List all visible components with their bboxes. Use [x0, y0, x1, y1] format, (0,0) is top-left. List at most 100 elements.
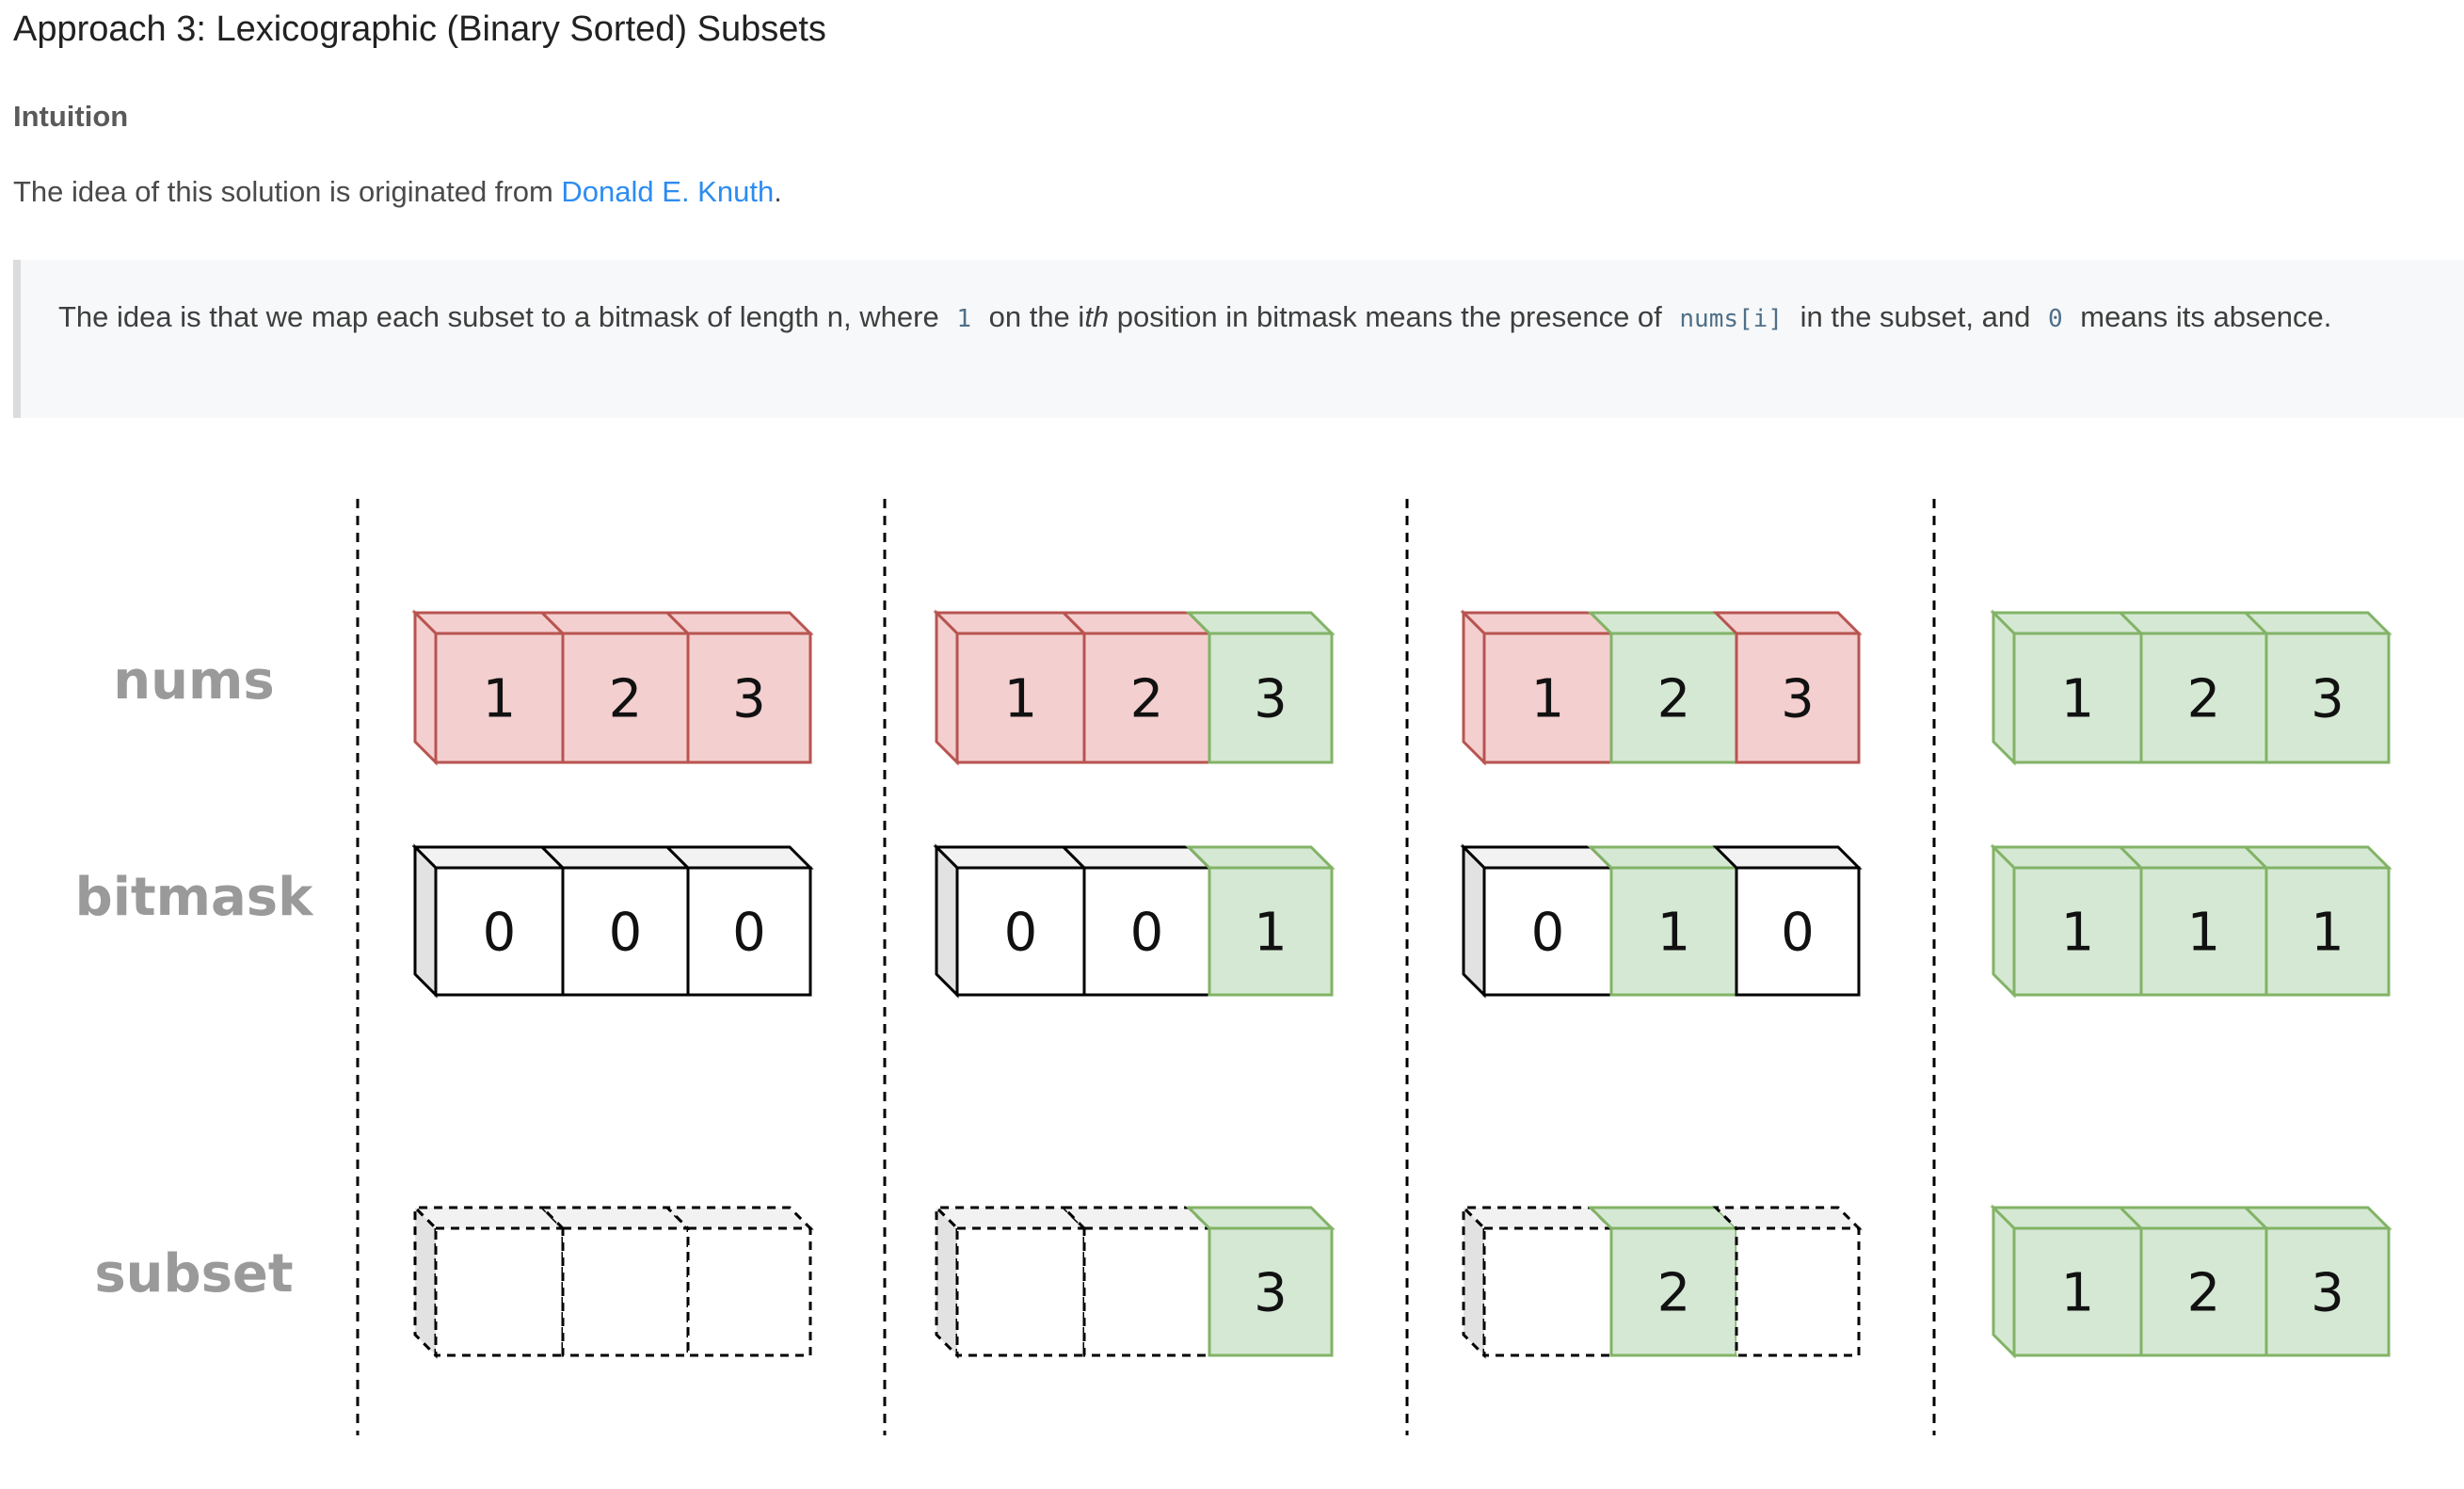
subset-cube-top-2-3	[1185, 1206, 1336, 1230]
nums-value-3-1: 1	[1531, 669, 1565, 730]
bitmask-value-4-3: 1	[2311, 903, 2344, 964]
quote-text-1: The idea is that we map each subset to a…	[58, 300, 939, 333]
subset-cube-top-4-2	[2117, 1206, 2270, 1230]
bitmask-cell-1-3	[686, 866, 812, 997]
inline-code-nums: nums[i]	[1679, 305, 1783, 333]
subset-cube-top-2-1	[933, 1206, 1088, 1230]
nums-cube-side-3	[1462, 609, 1486, 766]
nums-cell-4-1	[2012, 632, 2143, 764]
quote-text-3: position in bitmask means the presence o…	[1116, 300, 1662, 333]
bitmask-cube-top-3-2	[1587, 845, 1740, 870]
bitmask-cell-4-2	[2139, 866, 2268, 997]
bitmask-cube-top-3-3	[1712, 845, 1863, 870]
nums-cell-4-2	[2139, 632, 2268, 764]
bitmask-cell-1-1	[434, 866, 565, 997]
inline-code-zero: 0	[2047, 305, 2063, 333]
intro-paragraph: The idea of this solution is originated …	[13, 175, 782, 209]
nums-value-4-3: 3	[2311, 669, 2344, 730]
nums-value-4-2: 2	[2187, 669, 2221, 730]
nums-cube-side-2	[935, 609, 959, 766]
nums-cube-top-2-2	[1060, 611, 1213, 635]
nums-cube-top-1-3	[664, 611, 814, 635]
row-label-subset: subset	[94, 1243, 293, 1305]
nums-value-3-3: 3	[1781, 669, 1815, 730]
subset-cube-side-4	[1992, 1204, 2016, 1359]
bitmask-cell-1-2	[561, 866, 690, 997]
subset-cell-1-3	[686, 1226, 812, 1357]
subset-value-2-3: 3	[1254, 1263, 1288, 1324]
quote-text-4: in the subset, and	[1800, 300, 2031, 333]
nums-value-1-2: 2	[609, 669, 643, 730]
bitmask-cell-2-3	[1208, 866, 1334, 997]
intro-prefix: The idea of this solution is originated …	[13, 175, 562, 208]
bitmask-value-4-2: 1	[2187, 903, 2221, 964]
bitmask-value-1-2: 0	[609, 903, 643, 964]
nums-value-3-2: 2	[1657, 669, 1691, 730]
bitmask-cube-top-4-1	[1990, 845, 2145, 870]
bitmask-cube-side-1	[413, 843, 438, 999]
bitmask-cube-top-2-1	[933, 845, 1088, 870]
nums-cube-top-1-2	[538, 611, 692, 635]
bitmask-value-3-2: 1	[1657, 903, 1691, 964]
row-label-bitmask: bitmask	[75, 867, 315, 928]
subset-cell-3-1	[1482, 1226, 1613, 1357]
subset-value-3-2: 2	[1657, 1263, 1691, 1324]
bitmask-cube-top-2-2	[1060, 845, 1213, 870]
nums-cube-top-1-1	[411, 611, 567, 635]
nums-cube-top-3-3	[1712, 611, 1863, 635]
bitmask-cube-top-3-1	[1460, 845, 1615, 870]
bitmask-cube-side-2	[935, 843, 959, 999]
nums-cube-top-2-1	[933, 611, 1088, 635]
bitmask-cube-top-1-3	[664, 845, 814, 870]
nums-cube-side-1	[413, 609, 438, 766]
subset-cube-top-3-2	[1587, 1206, 1740, 1230]
subset-value-4-3: 3	[2311, 1263, 2344, 1324]
subset-value-4-2: 2	[2187, 1263, 2221, 1324]
subset-cube-top-3-3	[1712, 1206, 1863, 1230]
nums-cell-2-1	[955, 632, 1086, 764]
quote-text-2: on the i	[988, 300, 1085, 333]
nums-cube-top-3-2	[1587, 611, 1740, 635]
bitmask-value-2-2: 0	[1130, 903, 1164, 964]
subset-cell-4-3	[2264, 1226, 2391, 1357]
nums-cube-top-4-1	[1990, 611, 2145, 635]
bitmask-cell-2-1	[955, 866, 1086, 997]
bitmask-value-1-3: 0	[732, 903, 766, 964]
nums-cell-1-3	[686, 632, 812, 764]
subset-cube-top-4-1	[1990, 1206, 2145, 1230]
blockquote: The idea is that we map each subset to a…	[13, 260, 2464, 418]
bitmask-value-4-1: 1	[2061, 903, 2095, 964]
knuth-link[interactable]: Donald E. Knuth	[561, 175, 775, 208]
subset-cell-1-1	[434, 1226, 565, 1357]
page-title: Approach 3: Lexicographic (Binary Sorted…	[13, 9, 826, 49]
nums-value-2-2: 2	[1130, 669, 1164, 730]
nums-cell-2-3	[1208, 632, 1334, 764]
subset-cube-top-2-2	[1060, 1206, 1213, 1230]
subset-cell-3-3	[1735, 1226, 1861, 1357]
bitmask-cell-3-1	[1482, 866, 1613, 997]
nums-cell-3-2	[1609, 632, 1738, 764]
subset-cell-2-1	[955, 1226, 1086, 1357]
bitmask-cube-top-4-2	[2117, 845, 2270, 870]
nums-cube-side-4	[1992, 609, 2016, 766]
nums-value-1-3: 3	[732, 669, 766, 730]
row-label-nums: nums	[113, 650, 274, 712]
section-heading: Intuition	[13, 100, 129, 133]
subset-cube-side-3	[1462, 1204, 1486, 1359]
bitmask-value-3-3: 0	[1781, 903, 1815, 964]
bitmask-cube-side-4	[1992, 843, 2016, 999]
nums-value-4-1: 1	[2061, 669, 2095, 730]
subset-value-4-1: 1	[2061, 1263, 2095, 1324]
nums-cube-top-2-3	[1185, 611, 1336, 635]
bitmask-cube-top-1-2	[538, 845, 692, 870]
subset-cell-4-1	[2012, 1226, 2143, 1357]
inline-code-one: 1	[956, 305, 971, 333]
subset-cube-top-4-3	[2242, 1206, 2392, 1230]
quote-italic: th	[1084, 300, 1110, 333]
subset-cell-2-2	[1082, 1226, 1211, 1357]
nums-cube-top-4-3	[2242, 611, 2392, 635]
nums-cell-4-3	[2264, 632, 2391, 764]
intro-suffix: .	[774, 175, 782, 208]
bitmask-cube-side-3	[1462, 843, 1486, 999]
